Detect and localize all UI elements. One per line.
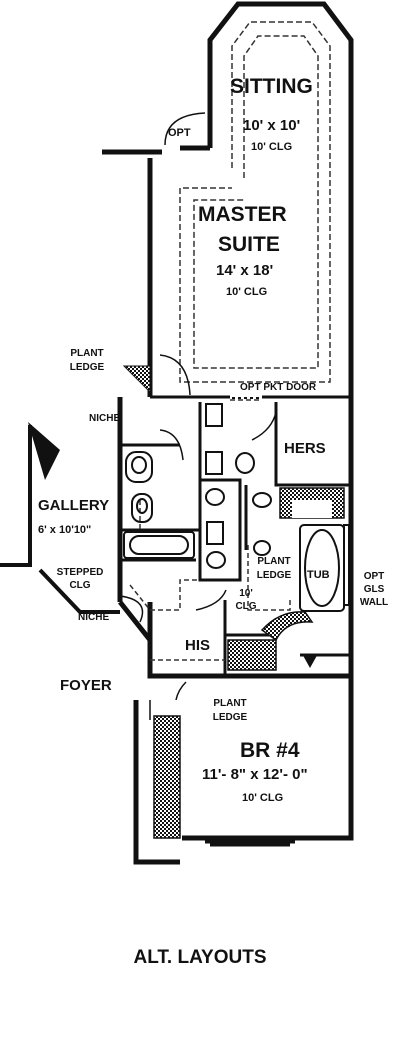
plant-ledge-2-line-1: PLANT	[257, 556, 291, 567]
niche-note-1: NICHE	[89, 413, 121, 424]
gallery-name: GALLERY	[38, 497, 110, 514]
bath-ceiling-note: 10' CLG	[226, 589, 266, 612]
gallery-size: 6' x 10'10"	[38, 524, 92, 536]
gallery-walls	[0, 425, 120, 614]
gallery-column	[28, 422, 60, 480]
master-suite-ceiling: 10' CLG	[226, 286, 268, 298]
br4-size: 11'- 8" x 12'- 0"	[202, 766, 308, 783]
plant-ledge-line-1: PLANT	[70, 348, 104, 359]
gallery-ceiling-line-2: CLG	[69, 580, 91, 591]
sitting-ceiling: 10' CLG	[251, 141, 293, 153]
niche-note-2: NICHE	[78, 612, 110, 623]
exterior-walls	[102, 1, 354, 865]
plant-ledge-2-line-2: LEDGE	[256, 570, 292, 581]
bath-ceiling-outline	[129, 399, 291, 661]
tub-label: TUB	[307, 569, 330, 581]
plant-ledge-label-1: PLANT LEDGE	[62, 349, 112, 373]
opt-note: OPT	[168, 127, 191, 139]
master-suite-name-2: SUITE	[218, 233, 280, 256]
foyer-name: FOYER	[60, 677, 112, 694]
bath-ceiling-line-1: 10'	[239, 588, 253, 599]
opt-gls-wall-line-1: OPT	[363, 571, 385, 582]
bath-fixtures	[123, 403, 350, 669]
caption: ALT. LAYOUTS	[133, 947, 267, 968]
opt-pkt-door-note: OPT PKT DOOR	[240, 382, 317, 393]
opt-gls-wall-note: OPT GLS WALL	[354, 572, 394, 608]
ceiling-outline	[179, 21, 331, 383]
door-swings	[119, 112, 277, 720]
sitting-name: SITTING	[230, 75, 313, 98]
sitting-size: 10' x 10'	[243, 117, 301, 134]
br4-name: BR #4	[240, 739, 300, 762]
his-name: HIS	[185, 637, 211, 654]
plant-ledges	[122, 365, 345, 839]
gallery-ceiling: STEPPED CLG	[50, 568, 110, 591]
interior-walls	[120, 395, 351, 847]
master-suite-size: 14' x 18'	[216, 262, 274, 279]
plant-ledge-label-3: PLANT LEDGE	[205, 699, 255, 723]
plant-ledge-label-2: PLANT LEDGE	[248, 557, 300, 581]
gallery-ceiling-line-1: STEPPED	[56, 567, 104, 578]
plant-ledge-3-line-2: LEDGE	[212, 712, 248, 723]
bath-ceiling-line-2: CLG	[235, 601, 257, 612]
plant-ledge-line-2: LEDGE	[69, 362, 105, 373]
opt-gls-wall-line-3: WALL	[359, 597, 389, 608]
br4-ceiling: 10' CLG	[242, 792, 284, 804]
plant-ledge-3-line-1: PLANT	[213, 698, 247, 709]
hers-name: HERS	[284, 440, 326, 457]
opt-gls-wall-line-2: GLS	[363, 584, 385, 595]
master-suite-name-1: MASTER	[198, 203, 287, 226]
